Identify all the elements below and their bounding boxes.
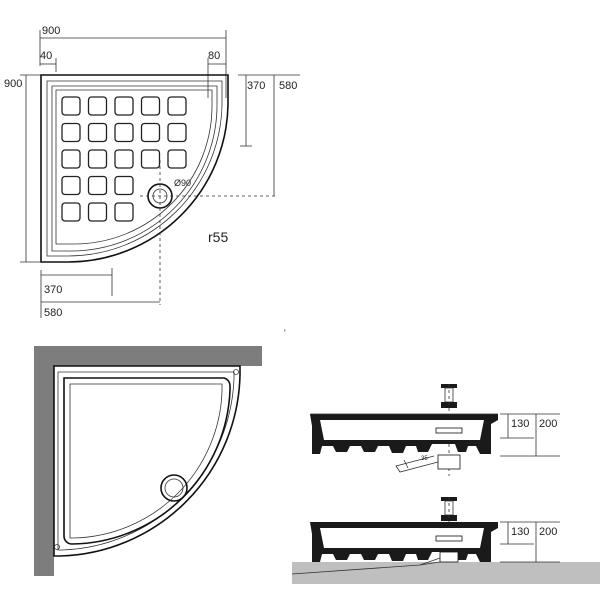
installed-tray-basin <box>63 377 231 545</box>
section-lower: 130 200 <box>291 497 600 584</box>
anti-slip-pad <box>114 175 134 196</box>
radius-label: r55 <box>208 229 228 245</box>
pipe-dim-tick <box>403 459 409 469</box>
installed-tray-rim <box>57 371 235 551</box>
anti-slip-pad <box>114 149 134 169</box>
corner-pin-bottom <box>54 544 60 550</box>
trap-body <box>437 454 461 470</box>
anti-slip-pad <box>61 149 81 169</box>
anti-slip-pad <box>61 122 81 143</box>
trap-pipe <box>395 455 439 473</box>
dim-right-margin: 80 <box>208 50 220 62</box>
installed-tray-outer <box>53 365 241 557</box>
anti-slip-pad <box>61 175 81 196</box>
valve-flange <box>435 427 463 434</box>
floor-slab <box>292 562 600 584</box>
tray-outer-outline <box>40 74 229 263</box>
anti-slip-pad <box>87 149 108 169</box>
installed-tray-basin-inner <box>69 383 223 539</box>
anti-slip-pad <box>167 96 187 116</box>
anti-slip-pad <box>87 202 108 222</box>
anti-slip-pad <box>140 96 161 116</box>
installed-drain-inner <box>164 478 184 498</box>
pipe-label: 35 <box>421 456 428 462</box>
drain-diameter-label: Ø90 <box>174 178 191 188</box>
anti-slip-pad <box>87 122 108 143</box>
tray-section-lower-basin <box>320 528 484 548</box>
dim-drain-offset-x: 370 <box>44 284 62 296</box>
section-upper-inner-height: 130 <box>511 418 529 430</box>
anti-slip-pad <box>167 122 187 143</box>
anti-slip-pad <box>61 96 81 116</box>
dim-drain-offset-y: 370 <box>247 80 265 92</box>
anti-slip-pads <box>61 96 187 222</box>
tray-basin-outline <box>55 89 213 245</box>
installed-view <box>34 346 262 576</box>
section-upper: 35 130 200 <box>310 384 560 476</box>
section-lower-total-height: 200 <box>539 526 557 538</box>
section-lower-inner-height: 130 <box>511 526 529 538</box>
tray-section-upper-basin <box>320 420 484 440</box>
section-upper-total-height: 200 <box>539 418 557 430</box>
trap-body-lower <box>439 551 459 563</box>
tray-rim-outline <box>46 80 223 257</box>
installed-drain <box>160 474 188 502</box>
dim-left-margin: 40 <box>40 50 52 62</box>
anti-slip-pad <box>114 96 134 116</box>
stray-mark: ' <box>284 328 286 338</box>
valve-flange-lower <box>435 535 463 542</box>
top-view: 900 40 80 900 Ø90 r55 370 <box>4 25 300 319</box>
dim-height-total: 900 <box>4 78 22 90</box>
anti-slip-pad <box>114 202 134 222</box>
anti-slip-pad <box>140 122 161 143</box>
anti-slip-pad <box>167 149 187 169</box>
tray-inner-outline <box>51 85 218 252</box>
dim-drain-center-y: 580 <box>279 80 297 92</box>
dim-drain-center-x: 580 <box>44 307 62 319</box>
trap-pipe-lower <box>419 557 441 566</box>
corner-pin-top <box>233 369 239 375</box>
anti-slip-pad <box>61 202 81 222</box>
anti-slip-pad <box>114 122 134 143</box>
dim-width-total: 900 <box>42 25 60 37</box>
anti-slip-pad <box>140 149 161 169</box>
anti-slip-pad <box>87 175 108 196</box>
anti-slip-pad <box>87 96 108 116</box>
